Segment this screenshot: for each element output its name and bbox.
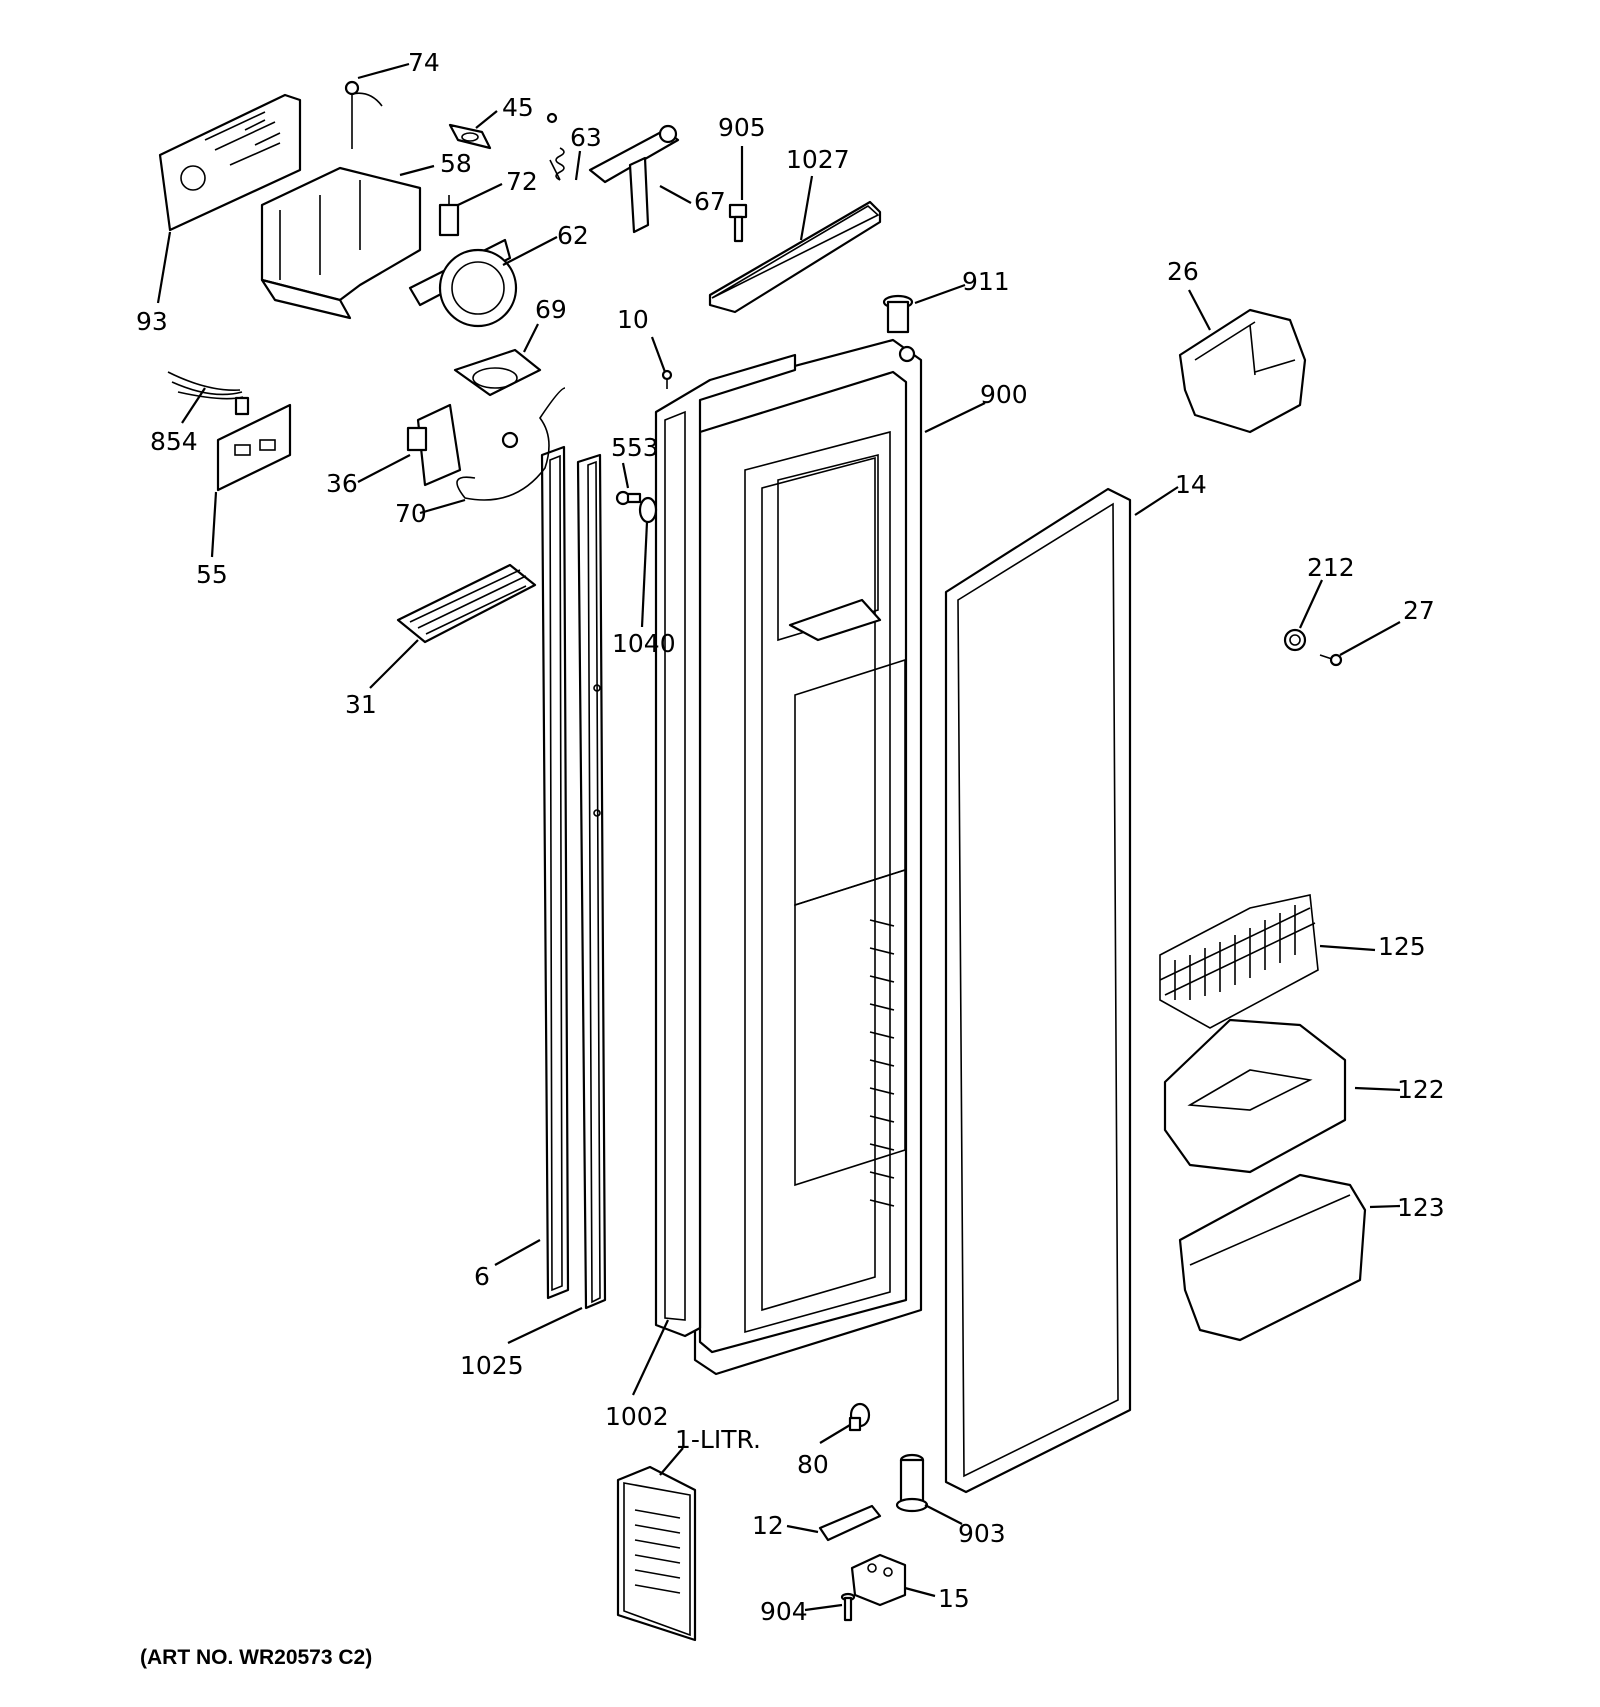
solenoid-36: [406, 403, 462, 487]
spring-63: [549, 147, 565, 181]
callout-1-litr: 1-LITR.: [675, 1425, 761, 1454]
callout-labels: 74 45 63 905 1027 58 72 67 62 93 911 26 …: [136, 48, 1445, 1626]
callout-212: 212: [1307, 553, 1355, 582]
hinge-pin-903: [895, 1453, 929, 1513]
screw-10: [661, 369, 673, 389]
bolt-905: [728, 203, 748, 243]
bin-123: [1178, 1173, 1367, 1342]
callout-553: 553: [611, 433, 659, 462]
callout-31: 31: [345, 690, 377, 719]
plug-80: [848, 1402, 871, 1432]
callout-26: 26: [1167, 257, 1199, 286]
callout-55: 55: [196, 560, 228, 589]
callout-58: 58: [440, 149, 472, 178]
clip-45: [448, 123, 492, 150]
ice-chute-62: [408, 238, 518, 328]
callout-123: 123: [1397, 1193, 1445, 1222]
callout-45: 45: [502, 93, 534, 122]
grille-31: [396, 563, 537, 644]
door-assembly-900: [658, 338, 923, 1376]
callout-6: 6: [474, 1262, 490, 1291]
door-gasket-14: [944, 487, 1132, 1494]
callout-903: 903: [958, 1519, 1006, 1548]
callout-14: 14: [1175, 470, 1207, 499]
callout-67: 67: [694, 187, 726, 216]
callout-69: 69: [535, 295, 567, 324]
bumper-212: [1283, 628, 1307, 652]
plug-911: [882, 294, 914, 334]
lever-67: [588, 124, 680, 234]
circuit-board-55: [216, 403, 292, 492]
bucket-cover-26: [1178, 308, 1307, 434]
callout-70: 70: [395, 499, 427, 528]
callout-1002: 1002: [605, 1402, 669, 1431]
dispenser-housing-58: [260, 166, 422, 320]
wire-basket-125: [1159, 894, 1319, 1029]
leader-lines: [156, 62, 1401, 1612]
screw-small-near-45: [546, 112, 558, 124]
literature-booklet-1-litr: [616, 1465, 697, 1642]
screw-27: [1319, 653, 1343, 667]
callout-72: 72: [506, 167, 538, 196]
shim-12: [818, 1504, 882, 1542]
side-trim-1025: [576, 453, 607, 1310]
cam-1040: [638, 496, 658, 524]
hinge-15: [850, 1553, 907, 1607]
callout-10: 10: [617, 305, 649, 334]
spring-74: [344, 80, 383, 149]
screw-553: [615, 490, 642, 506]
callout-27: 27: [1403, 596, 1435, 625]
wire-70: [456, 387, 566, 501]
callout-904: 904: [760, 1597, 808, 1626]
callout-74: 74: [408, 48, 440, 77]
callout-62: 62: [557, 221, 589, 250]
screw-904: [840, 1592, 856, 1622]
callout-905: 905: [718, 113, 766, 142]
shelf-rail-studs: [869, 919, 895, 1207]
callout-36: 36: [326, 469, 358, 498]
bracket-1027: [708, 200, 882, 314]
callout-1027: 1027: [786, 145, 850, 174]
callout-12: 12: [752, 1511, 784, 1540]
callout-63: 63: [570, 123, 602, 152]
callout-911: 911: [962, 267, 1010, 296]
switch-72: [438, 195, 460, 237]
callout-15: 15: [938, 1584, 970, 1613]
wire-harness-854: [167, 371, 250, 416]
control-panel-93: [158, 93, 302, 232]
callout-125: 125: [1378, 932, 1426, 961]
callout-80: 80: [797, 1450, 829, 1479]
callout-93: 93: [136, 307, 168, 336]
callout-122: 122: [1397, 1075, 1445, 1104]
bin-122: [1163, 1018, 1347, 1174]
door-panel-1002: [654, 353, 797, 1338]
callout-854: 854: [150, 427, 198, 456]
bracket-69: [453, 348, 542, 397]
callout-1040: 1040: [612, 629, 676, 658]
callout-900: 900: [980, 380, 1028, 409]
callout-1025: 1025: [460, 1351, 524, 1380]
side-trim-6: [540, 445, 570, 1300]
art-number: (ART NO. WR20573 C2): [140, 1646, 372, 1669]
